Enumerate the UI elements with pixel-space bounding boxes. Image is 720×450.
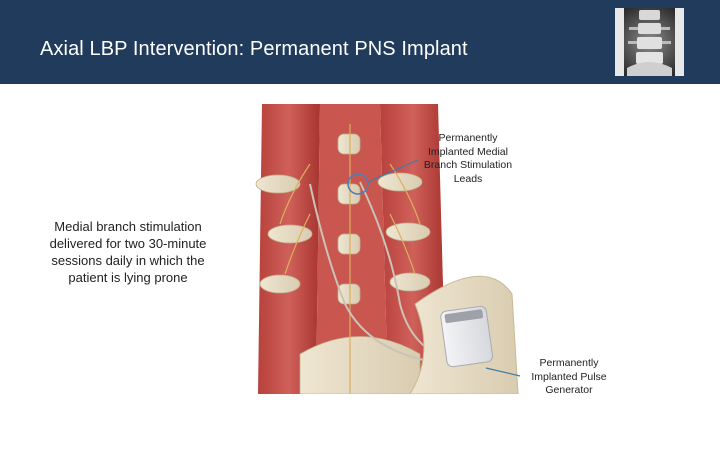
spine-xray-thumbnail <box>615 8 684 76</box>
leads-callout-label: Permanently Implanted Medial Branch Stim… <box>423 132 513 185</box>
slide-title: Axial LBP Intervention: Permanent PNS Im… <box>40 38 468 60</box>
title-bar: Axial LBP Intervention: Permanent PNS Im… <box>0 0 720 84</box>
stimulation-note: Medial branch stimulation delivered for … <box>49 219 207 285</box>
ipg-callout-label: Permanently Implanted Pulse Generator <box>531 357 607 396</box>
